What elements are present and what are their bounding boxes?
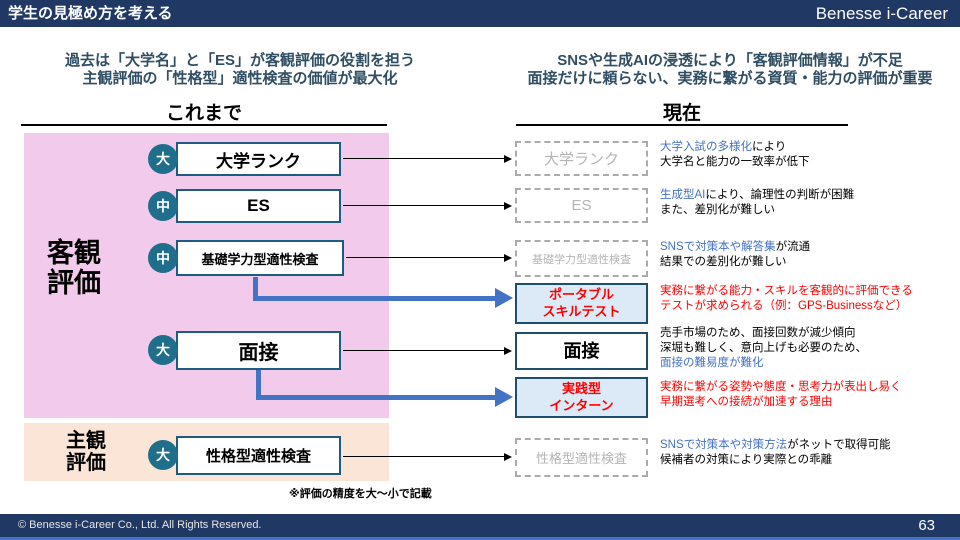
annotation-univ-rank-rest: により: [752, 141, 787, 153]
annotation-personality-rest: がネットで取得可能: [787, 439, 891, 451]
weight-badge-basic-test: 中: [148, 243, 178, 273]
weight-badge-interview: 大: [148, 335, 178, 365]
annotation-portable-line1: 実務に繋がる能力・スキルを客観的に評価できる: [660, 285, 913, 297]
headline-left: 過去は「大学名」と「ES」が客観評価の役割を担う 主観評価の「性格型」適性検査の…: [25, 52, 455, 88]
arrow-interview-icon: [343, 346, 512, 355]
annotation-intern-line1: 実務に繋がる姿勢や態度・思考力が表出し易く: [660, 381, 902, 393]
arrow-univ-rank-icon: [343, 154, 512, 163]
annotation-basic-test-blue: SNSで対策本や解答集: [660, 241, 776, 253]
intern-line1: 実践型: [561, 381, 601, 397]
subjective-label-line2: 評価: [66, 452, 106, 475]
title-bar: 学生の見極め方を考える Benesse i-Career: [0, 0, 960, 27]
headline-left-line1: 過去は「大学名」と「ES」が客観評価の役割を担う: [64, 52, 415, 69]
weight-badge-univ-rank: 大: [148, 144, 178, 174]
annotation-univ-rank-line2: 大学名と能力の一致率が低下: [660, 156, 810, 168]
subjective-label: 主観 評価: [50, 430, 122, 475]
blue-arrow-intern-horizontal: [256, 395, 495, 400]
present-box-interview: 面接: [515, 332, 648, 370]
past-box-univ-rank: 大学ランク: [176, 142, 341, 176]
footer-accent-line: [0, 537, 960, 540]
copyright-text: © Benesse i-Career Co., Ltd. All Rights …: [18, 519, 262, 531]
present-box-univ-rank: 大学ランク: [515, 141, 648, 176]
annotation-univ-rank: 大学入試の多様化により 大学名と能力の一致率が低下: [660, 140, 960, 170]
annotation-es-blue: 生成型AI: [660, 189, 706, 201]
page-title: 学生の見極め方を考える: [8, 5, 173, 22]
annotation-es-line2: また、差別化が難しい: [660, 204, 775, 216]
blue-arrow-intern-head-icon: [495, 387, 513, 407]
arrow-personality-icon: [343, 452, 512, 461]
present-box-practical-intern: 実践型 インターン: [515, 377, 648, 418]
annotation-personality-line2: 候補者の対策により実際との乖離: [660, 454, 833, 466]
annotation-es-rest: により、論理性の判断が困難: [705, 189, 855, 201]
headline-right-line2: 面接だけに頼らない、実務に繋がる資質・能力の評価が重要: [527, 70, 933, 87]
annotation-basic-test-rest: が流通: [775, 241, 811, 253]
headline-right-line1: SNSや生成AIの浸透により「客観評価情報」が不足: [557, 52, 903, 69]
past-box-interview: 面接: [176, 331, 341, 370]
annotation-intern: 実務に繋がる姿勢や態度・思考力が表出し易く 早期選考への接続が加速する理由: [660, 380, 960, 410]
portable-line2: スキルテスト: [542, 303, 621, 319]
annotation-basic-test-line2: 結果での差別化が難しい: [660, 256, 787, 268]
blue-arrow-portable-vertical: [253, 277, 258, 301]
weight-badge-personality: 大: [148, 440, 178, 470]
portable-line1: ポータブル: [548, 287, 614, 303]
present-box-es: ES: [515, 188, 648, 223]
annotation-interview-line3: 面接の難易度が難化: [660, 357, 764, 369]
precision-note: ※評価の精度を大～小で記載: [289, 488, 432, 500]
annotation-interview-line1: 売手市場のため、面接回数が減少傾向: [660, 327, 856, 339]
annotation-personality: SNSで対策本や対策方法がネットで取得可能 候補者の対策により実際との乖離: [660, 438, 960, 468]
objective-label-line2: 評価: [47, 268, 101, 299]
annotation-portable-line2: テストが求められる（例：GPS-Businessなど）: [660, 300, 908, 312]
present-box-personality: 性格型適性検査: [515, 438, 648, 477]
column-header-present: 現在: [662, 103, 701, 124]
present-box-basic-test: 基礎学力型適性検査: [515, 240, 648, 277]
annotation-interview-line2: 深堀も難しく、意向上げも必要のため、: [660, 342, 867, 354]
annotation-intern-line2: 早期選考への接続が加速する理由: [660, 396, 833, 408]
objective-label-line1: 客観: [47, 238, 101, 268]
headline-right: SNSや生成AIの浸透により「客観評価情報」が不足 面接だけに頼らない、実務に繋…: [510, 52, 950, 88]
arrow-basic-test-icon: [346, 253, 512, 262]
subjective-label-line1: 主観: [66, 430, 106, 452]
annotation-personality-blue: SNSで対策本や対策方法: [660, 439, 788, 451]
annotation-basic-test: SNSで対策本や解答集が流通 結果での差別化が難しい: [660, 240, 960, 270]
annotation-portable: 実務に繋がる能力・スキルを客観的に評価できる テストが求められる（例：GPS-B…: [660, 284, 960, 314]
annotation-es: 生成型AIにより、論理性の判断が困難 また、差別化が難しい: [660, 188, 960, 218]
past-box-basic-test: 基礎学力型適性検査: [176, 240, 344, 276]
headline-left-line2: 主観評価の「性格型」適性検査の価値が最大化: [82, 70, 398, 87]
page-number: 63: [918, 517, 935, 534]
weight-badge-es: 中: [148, 191, 178, 221]
blue-arrow-portable-head-icon: [495, 288, 513, 308]
blue-arrow-portable-horizontal: [253, 296, 495, 301]
arrow-es-icon: [343, 201, 512, 210]
column-header-past: これまで: [165, 103, 242, 124]
annotation-interview: 売手市場のため、面接回数が減少傾向 深堀も難しく、意向上げも必要のため、 面接の…: [660, 326, 960, 371]
brand-logo: Benesse i-Career: [815, 4, 948, 23]
objective-label: 客観 評価: [38, 238, 110, 298]
present-box-portable-skill-test: ポータブル スキルテスト: [515, 283, 648, 324]
underline-past: [21, 124, 387, 126]
annotation-univ-rank-blue: 大学入試の多様化: [660, 141, 752, 153]
intern-line2: インターン: [549, 397, 614, 413]
underline-present: [516, 124, 848, 126]
past-box-es: ES: [176, 189, 341, 223]
blue-arrow-intern-vertical: [256, 370, 261, 400]
footer-bar: © Benesse i-Career Co., Ltd. All Rights …: [0, 514, 960, 537]
past-box-personality: 性格型適性検査: [176, 436, 341, 475]
